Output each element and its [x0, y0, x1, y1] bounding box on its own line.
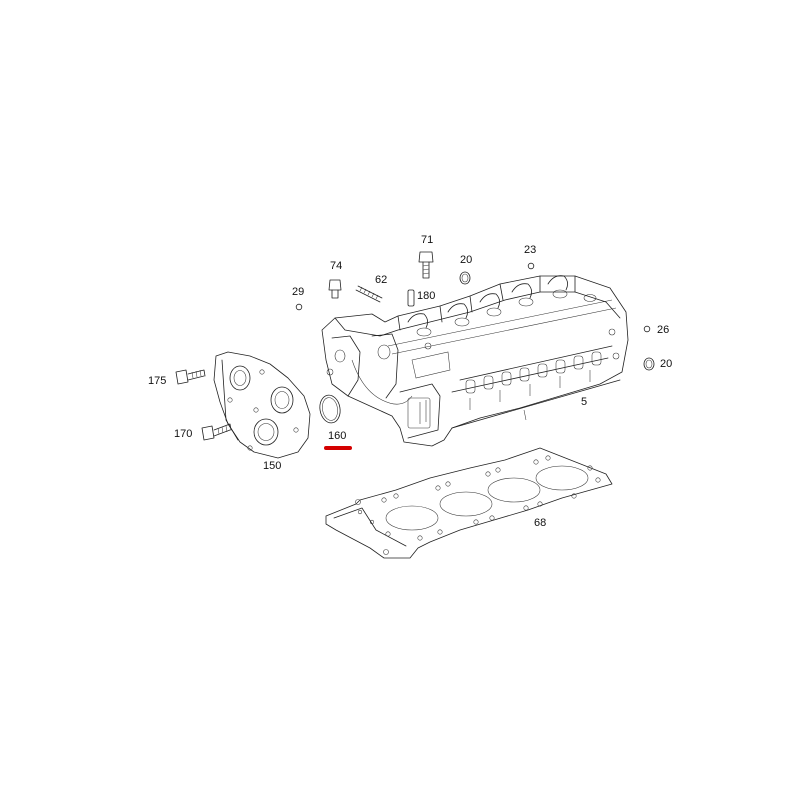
- label-part-175[interactable]: 175: [148, 375, 167, 387]
- ball-26[interactable]: [643, 325, 651, 333]
- label-part-150[interactable]: 150: [263, 460, 282, 472]
- stud-62[interactable]: [355, 285, 383, 303]
- plug-20-right[interactable]: [643, 357, 655, 371]
- label-part-160[interactable]: 160: [328, 430, 347, 442]
- dowel-pin-180[interactable]: [407, 289, 415, 307]
- label-part-74[interactable]: 74: [330, 260, 343, 272]
- timing-cover[interactable]: [213, 351, 311, 459]
- label-part-170[interactable]: 170: [174, 428, 193, 440]
- label-part-68[interactable]: 68: [534, 517, 547, 529]
- label-part-5[interactable]: 5: [581, 396, 588, 408]
- plug-20-top[interactable]: [459, 271, 471, 285]
- label-part-62[interactable]: 62: [375, 274, 388, 286]
- label-part-26[interactable]: 26: [657, 324, 670, 336]
- bolt-74[interactable]: [328, 279, 342, 299]
- label-part-20-right[interactable]: 20: [660, 358, 673, 370]
- bolt-175[interactable]: [175, 369, 206, 385]
- ball-23[interactable]: [527, 262, 535, 270]
- bolt-71[interactable]: [418, 251, 434, 279]
- label-part-71[interactable]: 71: [421, 234, 434, 246]
- highlight-underline-160: [324, 446, 352, 450]
- bolt-170[interactable]: [201, 423, 232, 441]
- label-part-29[interactable]: 29: [292, 286, 305, 298]
- ball-29[interactable]: [295, 303, 303, 311]
- label-part-20-top[interactable]: 20: [460, 254, 473, 266]
- label-part-180[interactable]: 180: [417, 290, 436, 302]
- label-part-23[interactable]: 23: [524, 244, 537, 256]
- cylinder-head[interactable]: [321, 275, 629, 447]
- cylinder-head-gasket[interactable]: [325, 447, 613, 559]
- seal-ring[interactable]: [318, 393, 343, 424]
